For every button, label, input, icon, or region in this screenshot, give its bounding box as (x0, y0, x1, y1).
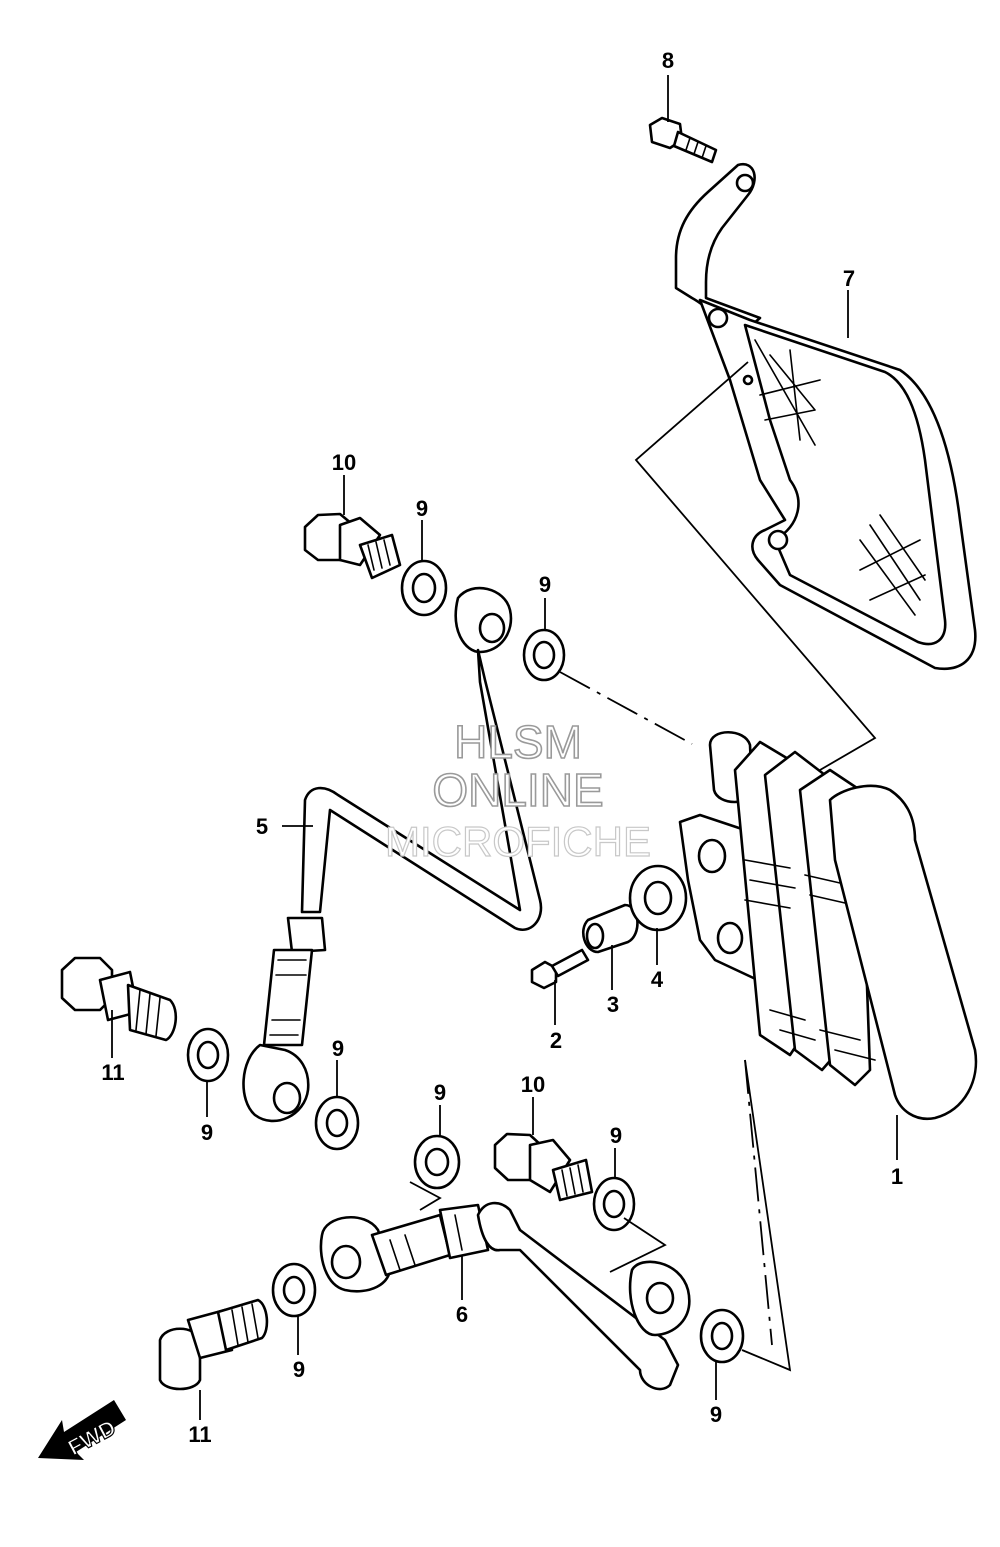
watermark-line-3: MICROFICHE (385, 818, 651, 865)
callout-2: 2 (550, 1028, 562, 1053)
callout-6: 6 (456, 1302, 468, 1327)
callout-3: 3 (607, 992, 619, 1017)
callout-8: 8 (662, 48, 674, 73)
part-2-bolt (530, 948, 590, 990)
washer-9c (186, 1027, 230, 1083)
part-4-grommet (628, 864, 688, 932)
callout-9-f: 9 (610, 1123, 622, 1148)
part-5-hose (242, 586, 543, 1123)
part-3-collar (582, 903, 639, 954)
leader-lines (111, 75, 898, 1420)
watermark-line-1: HLSM (454, 716, 582, 768)
callout-labels: 8 7 10 9 9 5 2 3 4 1 11 9 9 9 10 9 6 9 1… (101, 48, 903, 1447)
callout-4: 4 (651, 967, 664, 992)
callout-9-a: 9 (416, 496, 428, 521)
part-1-oil-cooler (678, 731, 978, 1121)
callout-11-lower: 11 (188, 1422, 211, 1447)
washer-9h (699, 1308, 745, 1364)
washer-9d (314, 1095, 360, 1151)
callout-9-g: 9 (293, 1357, 305, 1382)
washer-9e (413, 1134, 461, 1190)
fwd-direction-arrow: FWD (38, 1400, 126, 1461)
washer-9f (592, 1176, 636, 1232)
callout-9-d: 9 (332, 1036, 344, 1061)
part-11-plug-lower (158, 1298, 269, 1391)
watermark: HLSM ONLINE MICROFICHE (384, 715, 651, 865)
washer-9b (522, 628, 566, 682)
watermark-line-2: ONLINE (432, 764, 603, 816)
part-7-guard (674, 162, 977, 671)
washer-9a (400, 559, 448, 617)
callout-1: 1 (891, 1164, 903, 1189)
callout-7: 7 (843, 266, 855, 291)
part-10-union-bolt-lower (493, 1132, 594, 1202)
part-9-washers (186, 559, 745, 1364)
part-8-bolt (648, 116, 718, 164)
washer-9g (271, 1262, 317, 1318)
callout-10-upper: 10 (332, 450, 356, 475)
part-10-union-bolt-upper (303, 512, 402, 580)
part-11-plug-upper (60, 956, 178, 1042)
part-6-hose (319, 1201, 691, 1391)
callout-10-lower: 10 (521, 1072, 545, 1097)
callout-9-h: 9 (710, 1402, 722, 1427)
callout-5: 5 (256, 814, 268, 839)
callout-9-e: 9 (434, 1080, 446, 1105)
callout-9-b: 9 (539, 572, 551, 597)
callout-9-c: 9 (201, 1120, 213, 1145)
callout-11-upper: 11 (101, 1060, 124, 1085)
